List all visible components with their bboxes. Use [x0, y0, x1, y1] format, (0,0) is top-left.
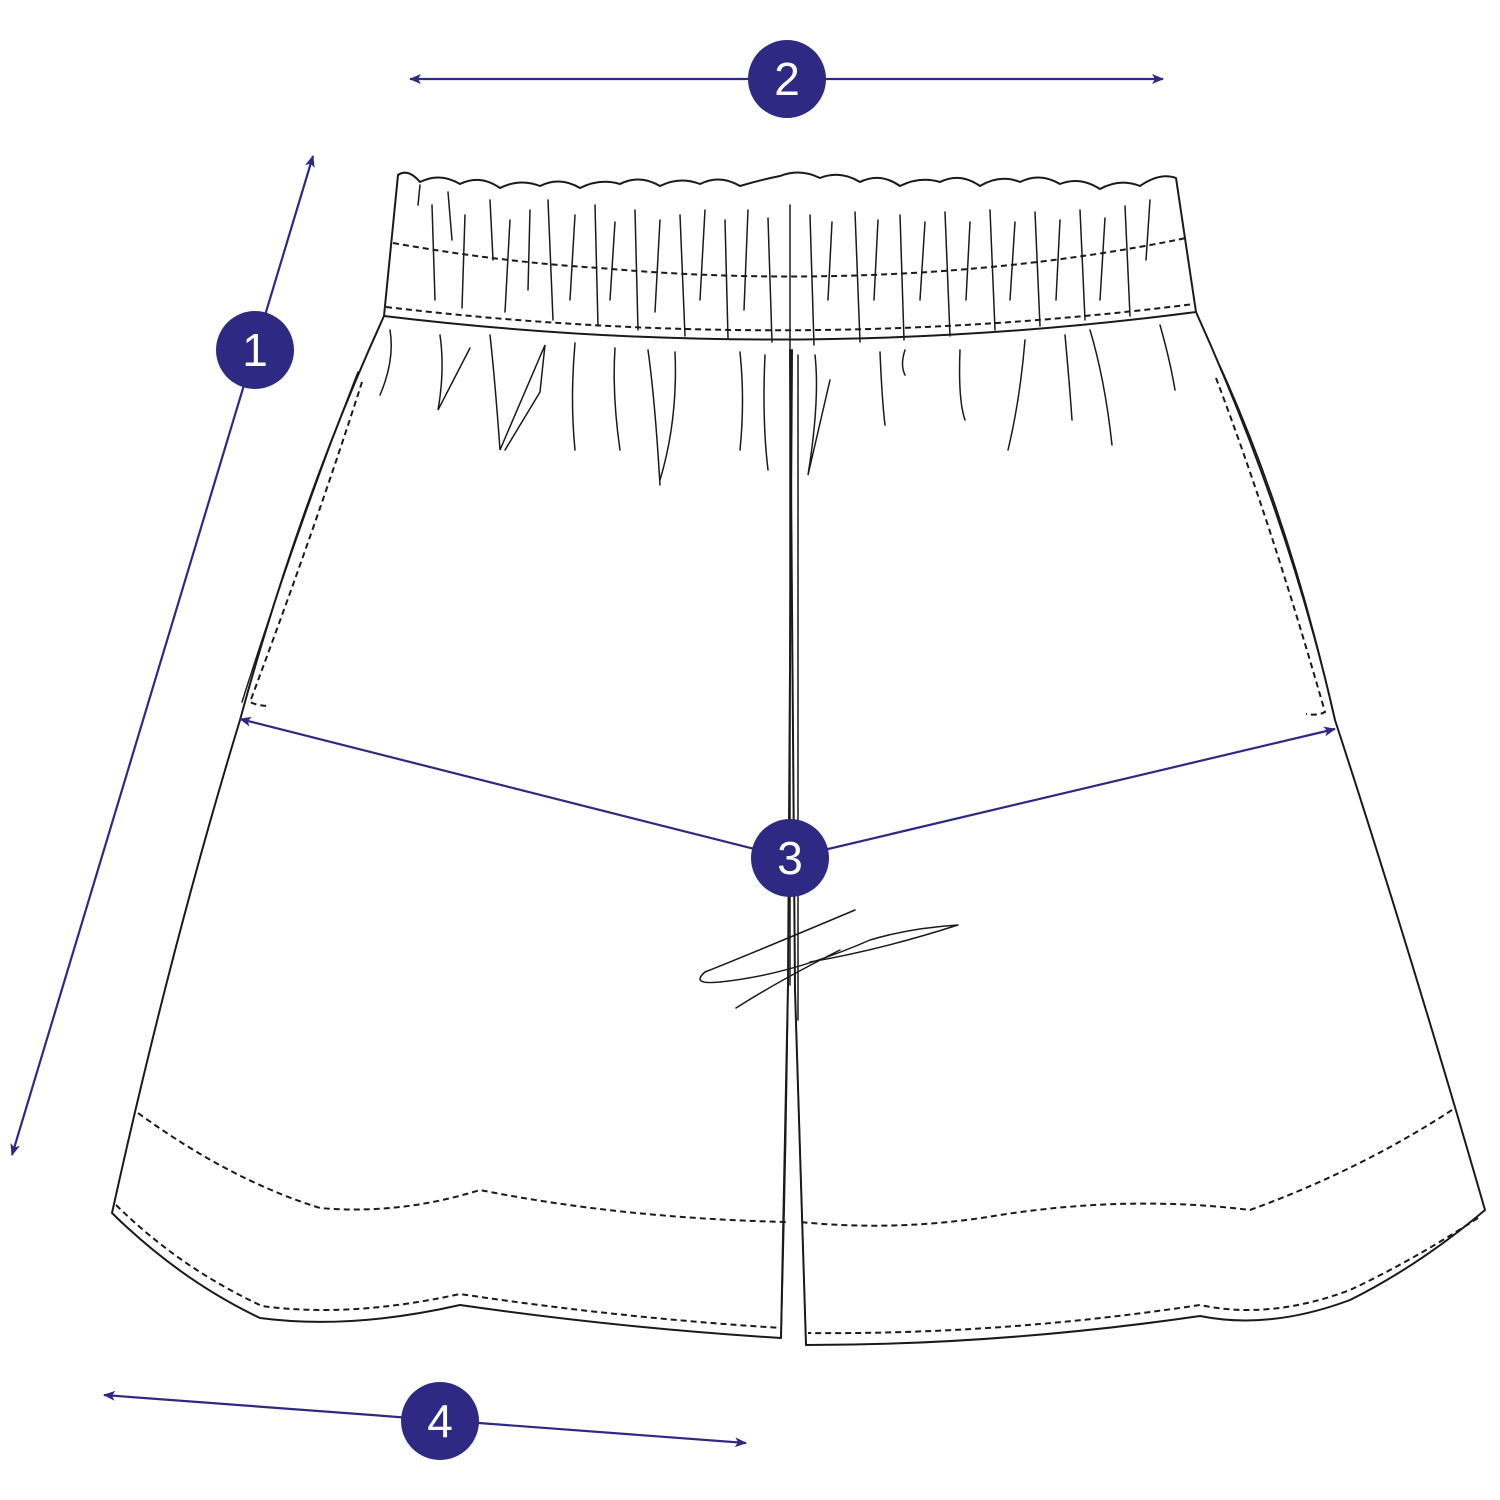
badge-waist-circle	[748, 40, 826, 118]
badge-hip-label: 3	[777, 832, 803, 884]
length-measure-line	[10, 155, 315, 1156]
right-leg-outline	[789, 311, 1486, 1346]
badge-hip-circle	[751, 819, 829, 897]
hip-measure-line-right	[789, 726, 1336, 860]
badge-length-label: 1	[242, 324, 268, 376]
measurement-badges: 1 2 3 4	[216, 40, 829, 1460]
waistband-gathers	[417, 184, 1151, 346]
badge-length: 1	[216, 311, 294, 389]
measurement-guides	[10, 74, 1336, 1448]
badge-hem-label: 4	[427, 1395, 453, 1447]
badge-hip: 3	[751, 819, 829, 897]
left-hem-upper-stitch	[137, 1112, 787, 1223]
waistband-outline	[383, 171, 1197, 341]
waistband-casing-stitch	[392, 237, 1187, 278]
left-hem-lower-stitch	[115, 1204, 783, 1329]
left-leg-gathers	[379, 329, 769, 486]
left-pocket-stitch	[248, 381, 363, 707]
right-pocket-opening	[1219, 365, 1334, 713]
waistband	[383, 171, 1197, 346]
left-leg	[111, 315, 793, 1339]
badge-waist-label: 2	[774, 53, 800, 105]
right-pocket-stitch	[1215, 377, 1327, 716]
badge-hem-circle	[401, 1382, 479, 1460]
inseam-split	[780, 984, 807, 1346]
shorts-drawing	[111, 171, 1486, 1346]
right-leg-gathers	[807, 324, 1176, 476]
signature-scribble	[699, 909, 959, 1009]
left-leg-outline	[111, 315, 793, 1339]
right-leg	[789, 311, 1486, 1346]
badge-waist: 2	[748, 40, 826, 118]
badge-length-circle	[216, 311, 294, 389]
right-hem-lower-stitch	[807, 1217, 1479, 1335]
hip-measure-line-left	[239, 716, 791, 860]
badge-hem: 4	[401, 1382, 479, 1460]
right-hem-upper-stitch	[799, 1109, 1453, 1227]
